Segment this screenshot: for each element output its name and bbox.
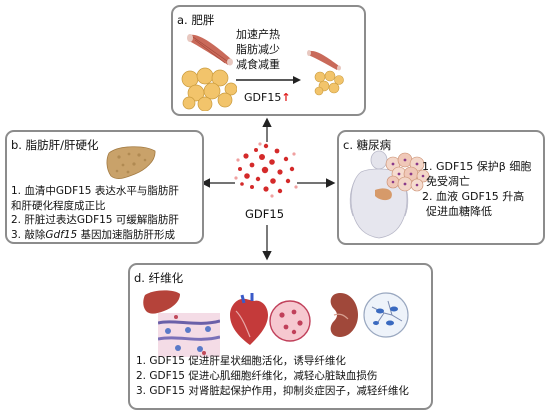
- liver-icon: [106, 146, 156, 180]
- panel-fatty-liver: b. 脂肪肝/肝硬化 1. 血清中GDF15 表达水平与脂肪肝 和肝硬化程度成正…: [5, 130, 204, 244]
- panel-d-items: 1. GDF15 促进肝星状细胞活化，诱导纤维化 2. GDF15 促进心肌细胞…: [136, 354, 409, 399]
- heart-icon: [230, 293, 268, 345]
- gdf15-dots-icon: [234, 142, 298, 198]
- fibrotic-liver-icon: [143, 290, 180, 314]
- panel-b-item3-prefix: 3. 敲除: [11, 228, 46, 241]
- right-arrow-icon: [236, 76, 301, 84]
- kidney-icon: [330, 293, 358, 337]
- panel-d-item: 1. GDF15 促进肝星状细胞活化，诱导纤维化: [136, 355, 346, 367]
- panel-d-item: 3. GDF15 对肾脏起保护作用，抑制炎症因子，减轻纤维化: [136, 385, 409, 397]
- panel-d-title: d. 纤维化: [134, 271, 184, 285]
- muscle-large-icon: [187, 34, 233, 66]
- panel-b-item3-gene: Gdf15: [45, 228, 78, 241]
- panel-b-title: b. 脂肪肝/肝硬化: [11, 138, 99, 152]
- panel-b-item: 和肝硬化程度成正比: [11, 199, 106, 212]
- center-gdf15-label: GDF15: [245, 207, 285, 221]
- panel-a-gdf-text: GDF15: [244, 91, 282, 104]
- fat-cells-small-icon: [314, 70, 344, 96]
- panel-fibrosis: d. 纤维化 1. GDF15 促进肝星状细胞活化，诱导纤维化 2. GDF15…: [128, 263, 433, 410]
- panel-a-line: 减食减重: [236, 58, 280, 71]
- panel-b-items: 1. 血清中GDF15 表达水平与脂肪肝 和肝硬化程度成正比 2. 肝脏过表达G…: [11, 184, 179, 242]
- panel-a-line: 脂肪减少: [236, 43, 280, 56]
- panel-a-line: 加速产热: [236, 28, 280, 41]
- panel-b-item-3: 3. 敲除Gdf15 基因加速脂肪肝形成: [11, 228, 179, 243]
- liver-tissue-icon: [158, 313, 220, 357]
- panel-a-gdf-label: GDF15↑: [244, 91, 291, 106]
- panel-a-title: a. 肥胖: [177, 13, 215, 27]
- fat-cells-large-icon: [181, 67, 237, 111]
- muscle-small-icon: [307, 50, 341, 71]
- panel-c-item: 1. GDF15 保护β 细胞: [422, 160, 532, 173]
- panel-c-item: 促进血糖降低: [426, 205, 492, 218]
- islet-cells-icon: [385, 152, 430, 192]
- panel-a-effects: 加速产热 脂肪减少 减食减重: [236, 27, 280, 72]
- panel-c-items: 1. GDF15 保护β 细胞 免受凋亡 2. 血液 GDF15 升高 促进血糖…: [422, 159, 531, 219]
- up-arrow-icon: ↑: [281, 91, 291, 104]
- panel-b-item: 1. 血清中GDF15 表达水平与脂肪肝: [11, 185, 179, 197]
- panel-c-title: c. 糖尿病: [343, 138, 392, 152]
- panel-b-item3-suffix: 基因加速脂肪肝形成: [77, 228, 176, 241]
- panel-obesity: a. 肥胖 加速产热 脂肪减少 减食减重 GDF15↑: [171, 5, 366, 116]
- renal-tissue-icon: [363, 292, 409, 338]
- panel-b-item: 2. 肝脏过表达GDF15 可缓解脂肪肝: [11, 214, 179, 226]
- panel-diabetes: c. 糖尿病 1. GDF15 保护β 细胞 免受凋亡 2. 血液 GDF15 …: [337, 130, 545, 245]
- panel-c-item: 2. 血液 GDF15 升高: [422, 190, 525, 203]
- panel-d-item: 2. GDF15 促进心肌细胞纤维化，减轻心脏缺血损伤: [136, 370, 378, 382]
- panel-c-item: 免受凋亡: [426, 175, 470, 188]
- cardiac-tissue-icon: [269, 300, 311, 342]
